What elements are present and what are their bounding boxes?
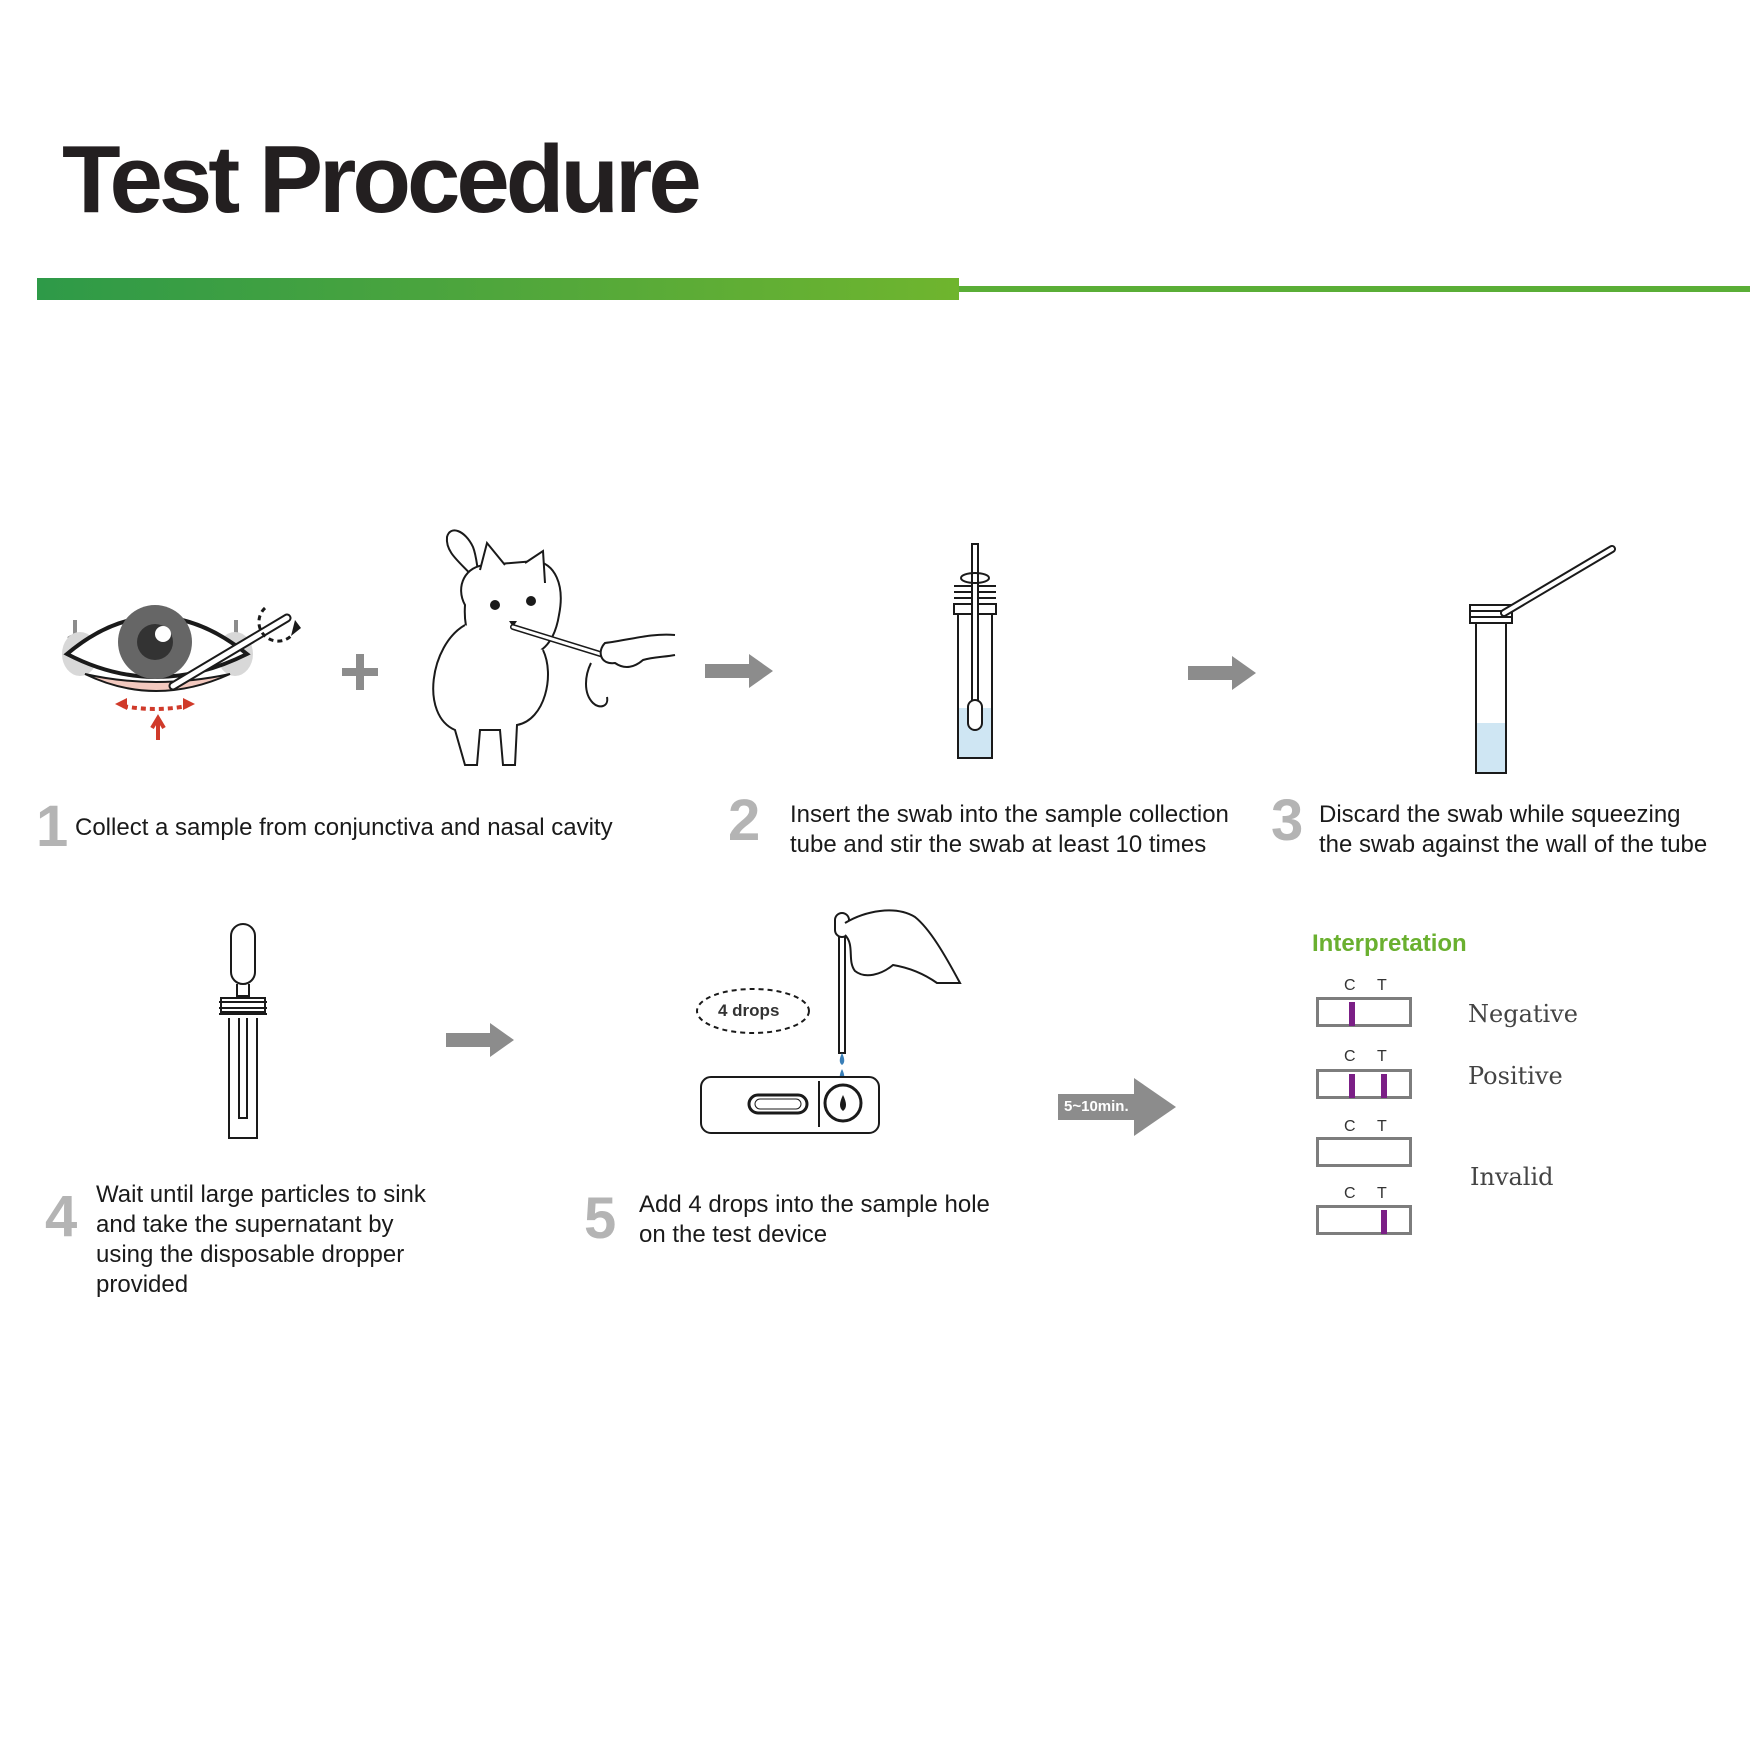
arrow-right-icon [1188,656,1256,690]
arrow-right-icon [705,654,773,688]
step-text-line: using the disposable dropper [96,1241,405,1268]
step-number: 4 [45,1184,78,1249]
cassette-dropper-illustration [696,909,962,1134]
result-strip-positive [1316,1069,1412,1099]
step-description: Insert the swab into the sample collecti… [790,800,1229,860]
step-text-line: Collect a sample from conjunctiva and na… [75,814,613,841]
step-text-line: and take the supernatant by [96,1211,394,1238]
step-text-line: Wait until large particles to sink [96,1181,426,1208]
wait-time-label: 5~10min. [1064,1098,1129,1115]
step-text-line: the swab against the wall of the tube [1319,831,1708,858]
arrow-right-icon [446,1023,514,1057]
step-description: Wait until large particles to sink and t… [96,1180,426,1300]
step-number: 2 [728,788,761,853]
interpretation-title: Interpretation [1312,930,1467,957]
test-line-label: T [1377,1118,1387,1135]
step-description: Add 4 drops into the sample hole on the … [639,1190,990,1250]
control-line [1349,1074,1355,1098]
control-line-label: C [1344,1185,1356,1202]
result-label-invalid: Invalid [1470,1163,1554,1191]
result-label-positive: Positive [1468,1062,1563,1090]
step-number: 5 [584,1186,617,1251]
header-accent-bar [37,278,959,300]
control-line [1349,1002,1355,1026]
tube-discard-swab-illustration [1469,545,1616,774]
result-strip-negative [1316,997,1412,1027]
step-text-line: Add 4 drops into the sample hole [639,1191,990,1218]
step-text-line: provided [96,1271,189,1298]
test-line-label: T [1377,977,1387,994]
step-text-line: Insert the swab into the sample collecti… [790,801,1229,828]
step-text-line: Discard the swab while squeezing [1319,801,1681,828]
step-number: 1 [36,794,69,859]
step-number: 3 [1271,788,1304,853]
control-line-label: C [1344,977,1356,994]
dropper-in-tube-illustration [219,923,267,1139]
step-text-line: on the test device [639,1221,828,1248]
cat-nasal-swab-illustration [432,529,676,766]
wait-time-arrow-icon [1058,1078,1176,1136]
header-accent-line [959,286,1750,292]
tube-with-swab-illustration [953,543,997,759]
result-strip-invalid-no-lines [1316,1137,1412,1167]
eye-swab-illustration [62,605,301,740]
test-line-label: T [1377,1185,1387,1202]
drops-label: 4 drops [718,1001,780,1020]
test-line [1381,1074,1387,1098]
test-line [1381,1210,1387,1234]
step-description: Discard the swab while squeezing the swa… [1319,800,1707,860]
test-line-label: T [1377,1048,1387,1065]
step-text-line: tube and stir the swab at least 10 times [790,831,1207,858]
page-title: Test Procedure [62,126,702,233]
control-line-label: C [1344,1048,1356,1065]
result-label-negative: Negative [1468,1000,1578,1028]
control-line-label: C [1344,1118,1356,1135]
result-strip-invalid-test-only [1316,1205,1412,1235]
plus-icon [342,654,378,690]
step-description: Collect a sample from conjunctiva and na… [75,813,613,843]
